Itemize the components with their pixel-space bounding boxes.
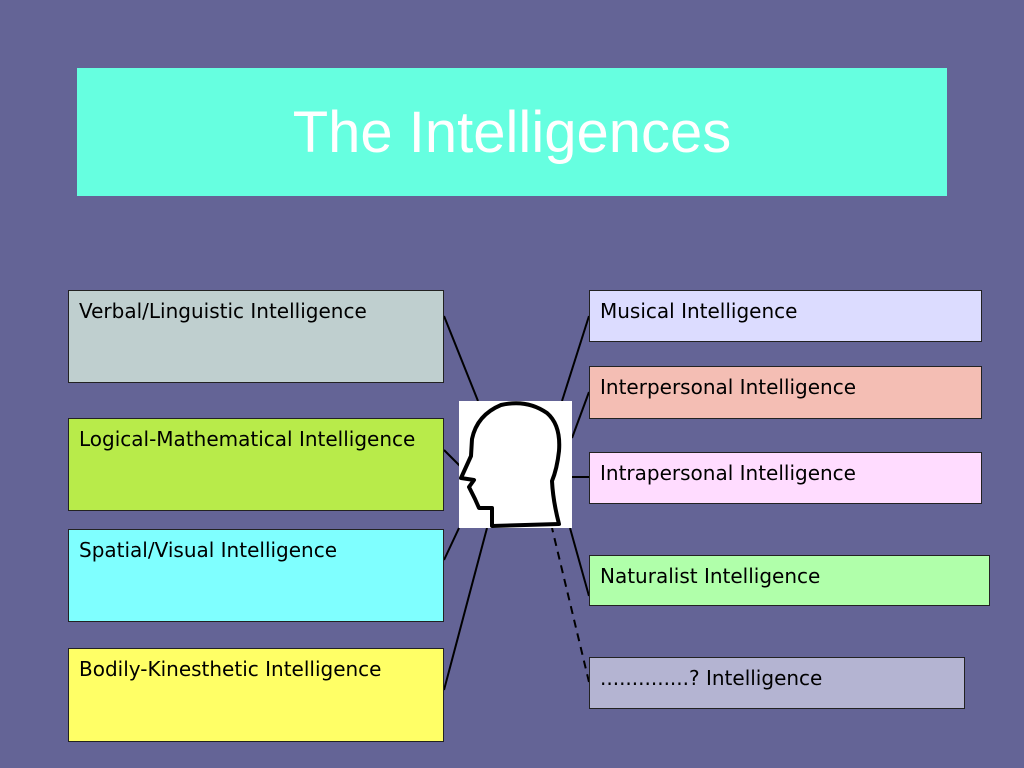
human-head-profile-icon [459,401,562,528]
box-label: Logical-Mathematical Intelligence [79,427,416,451]
connector-logical [443,449,462,468]
box-naturalist: Naturalist Intelligence [589,555,990,606]
box-label: Interpersonal Intelligence [600,375,857,399]
head-panel [459,401,572,528]
slide-title: The Intelligences [292,100,732,165]
box-interpersonal: Interpersonal Intelligence [589,366,982,419]
connector-spatial [443,527,460,561]
box-label: Naturalist Intelligence [600,564,821,588]
box-spatial-visual: Spatial/Visual Intelligence [68,529,444,622]
box-unknown-intelligence: ..............? Intelligence [589,657,965,709]
connector-verbal [443,315,479,402]
box-label: Bodily-Kinesthetic Intelligence [79,657,382,681]
connector-bodily [443,527,488,691]
title-banner: The Intelligences [77,68,947,196]
box-logical-mathematical: Logical-Mathematical Intelligence [68,418,444,511]
box-bodily-kinesthetic: Bodily-Kinesthetic Intelligence [68,648,444,742]
box-label: Spatial/Visual Intelligence [79,538,338,562]
box-musical: Musical Intelligence [589,290,982,342]
box-label: Musical Intelligence [600,299,798,323]
box-label: Verbal/Linguistic Intelligence [79,299,367,323]
box-label: Intrapersonal Intelligence [600,461,856,485]
connector-unknown [551,527,590,683]
connector-musical [561,315,590,402]
connector-interpersonal [571,391,590,439]
box-verbal-linguistic: Verbal/Linguistic Intelligence [68,290,444,383]
box-intrapersonal: Intrapersonal Intelligence [589,452,982,504]
connector-naturalist [569,527,590,597]
box-label: ..............? Intelligence [600,666,823,690]
